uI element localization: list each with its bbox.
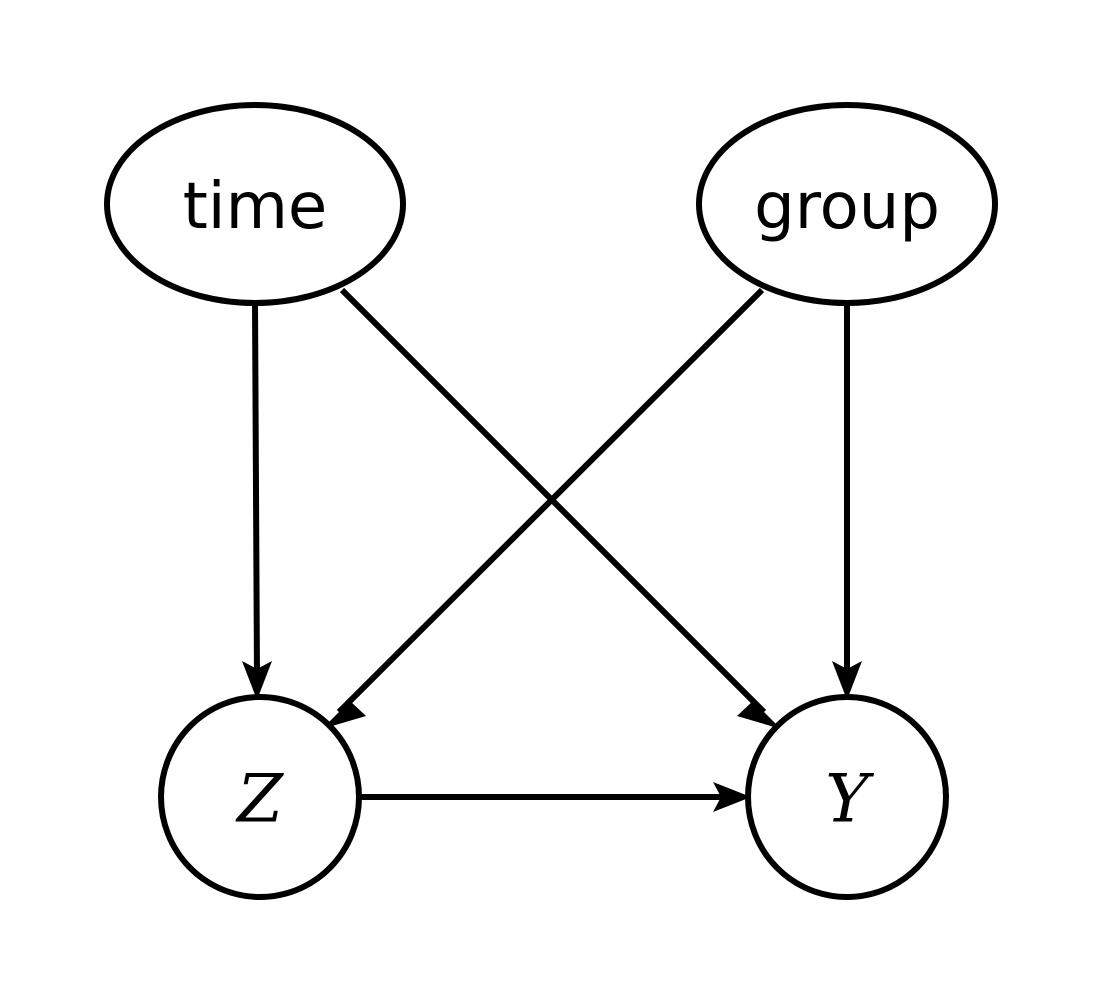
node-group-label: group — [754, 170, 940, 244]
node-layer: time group Z Y — [104, 102, 998, 900]
edge-time-to-Z[interactable] — [242, 302, 272, 700]
edge-group-to-Z-arrowhead — [322, 690, 366, 729]
edge-group-to-Y[interactable] — [832, 303, 862, 700]
edge-Z-to-Y-arrowhead — [713, 782, 751, 812]
edge-group-to-Z[interactable] — [322, 287, 765, 729]
node-group[interactable]: group — [696, 102, 998, 306]
node-time-label: time — [183, 170, 328, 244]
edge-layer — [242, 287, 862, 812]
edge-time-to-Z-line — [252, 302, 260, 679]
node-Y-circle — [745, 694, 949, 900]
node-Y-label: Y — [825, 761, 874, 838]
node-Z[interactable]: Z — [158, 694, 362, 900]
node-Y[interactable]: Y — [745, 694, 949, 900]
node-Z-circle — [158, 694, 362, 900]
edge-group-to-Z-line — [336, 287, 765, 715]
node-Z-label: Z — [235, 761, 284, 838]
edge-time-to-Y-arrowhead — [737, 690, 781, 729]
node-time[interactable]: time — [104, 102, 406, 306]
node-time-ellipse — [104, 102, 406, 306]
edge-Z-to-Y[interactable] — [359, 782, 751, 812]
edge-time-to-Z-arrowhead — [242, 661, 272, 700]
node-group-ellipse — [696, 102, 998, 306]
edge-group-to-Y-arrowhead — [832, 661, 862, 700]
